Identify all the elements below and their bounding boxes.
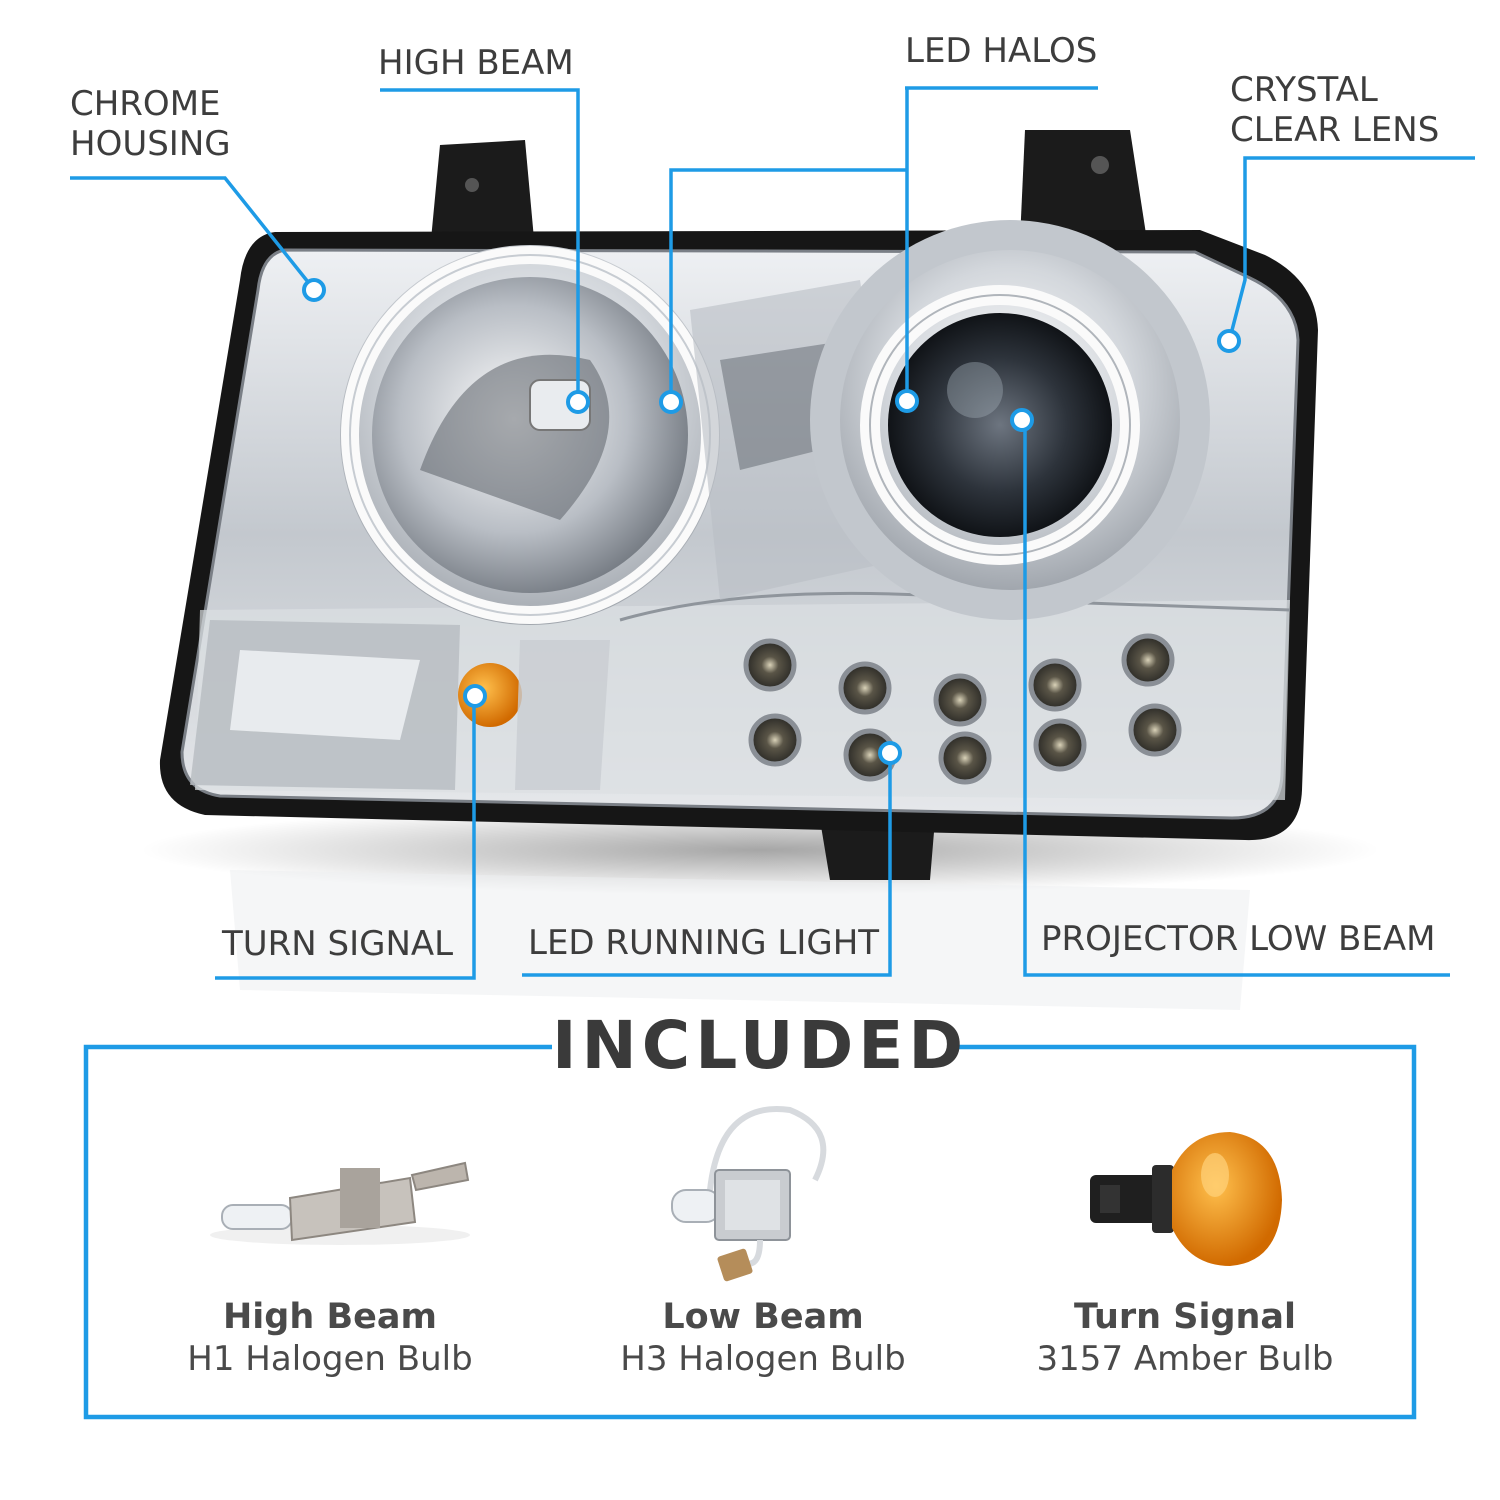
callout-line-crystal-lens — [1228, 156, 1475, 339]
label-chrome-housing-line1: CHROME — [70, 84, 221, 124]
callout-line-led-halos — [669, 86, 1098, 398]
h1-bulb-icon — [210, 1161, 470, 1245]
label-turn-signal: TURN SIGNAL — [222, 924, 454, 964]
callout-line-projector — [1023, 420, 1450, 977]
callout-dot-turn-signal — [463, 684, 487, 708]
mount-tab-bottom — [820, 820, 935, 880]
label-chrome-housing-line2: HOUSING — [70, 124, 231, 164]
included-item-name-low-beam: Low Beam — [662, 1297, 864, 1337]
included-item-desc-high-beam: H1 Halogen Bulb — [187, 1339, 473, 1379]
callout-line-turn-signal — [215, 700, 476, 980]
label-high-beam: HIGH BEAM — [378, 43, 574, 83]
included-item-name-high-beam: High Beam — [223, 1297, 437, 1337]
h3-bulb-icon — [671, 1106, 827, 1282]
callout-dot-chrome-housing — [302, 278, 326, 302]
label-crystal-clear-lens-line1: CRYSTAL — [1230, 70, 1378, 110]
label-crystal-clear-lens-line2: CLEAR LENS — [1230, 110, 1440, 150]
projector-lens — [888, 313, 1112, 537]
included-item-desc-turn-signal: 3157 Amber Bulb — [1036, 1339, 1334, 1379]
mount-tab-left — [430, 140, 535, 250]
callout-dot-led-running — [878, 741, 902, 765]
callout-line-chrome-housing — [70, 176, 314, 289]
callout-dot-high-beam — [566, 390, 590, 414]
included-title: INCLUDED — [552, 1007, 969, 1084]
label-led-halos: LED HALOS — [905, 31, 1098, 71]
callout-dot-crystal-lens — [1217, 329, 1241, 353]
label-led-running-light: LED RUNNING LIGHT — [528, 923, 880, 963]
callout-line-high-beam — [380, 88, 580, 398]
callout-dot-led-halo-left — [659, 390, 683, 414]
label-projector-low-beam: PROJECTOR LOW BEAM — [1041, 919, 1436, 959]
callout-line-led-running — [522, 756, 892, 977]
included-item-desc-low-beam: H3 Halogen Bulb — [620, 1339, 906, 1379]
callout-dot-projector — [1010, 408, 1034, 432]
included-item-name-turn-signal: Turn Signal — [1073, 1297, 1297, 1337]
amber-bulb-icon — [1090, 1132, 1282, 1266]
led-running-lights — [743, 633, 1182, 785]
callout-dot-led-halo-right — [895, 389, 919, 413]
